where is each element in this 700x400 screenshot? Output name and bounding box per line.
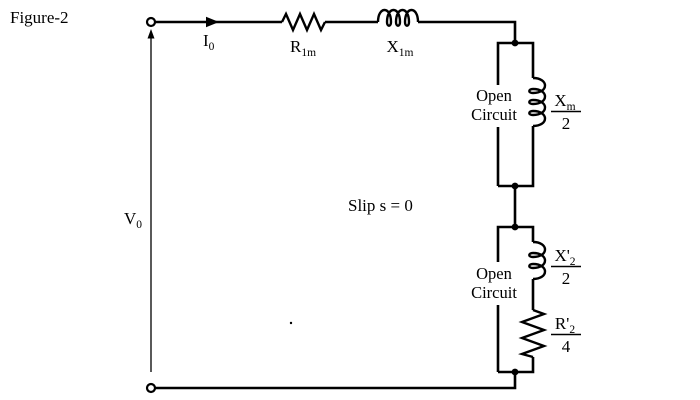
voltage-label: V0 — [124, 209, 142, 231]
current-label: I0 — [203, 31, 215, 53]
inductor-x1m — [376, 8, 420, 27]
magnetizing-branch-top-rail — [496, 41, 535, 85]
junction-dot-3 — [511, 223, 519, 231]
resistor-r2 — [518, 308, 548, 359]
magnetizing-branch-bottom-rail — [498, 126, 535, 188]
top-wire-right — [418, 20, 517, 43]
svg-text:2: 2 — [562, 114, 571, 133]
voltage-arrow-icon — [147, 29, 155, 372]
junction-dot-2 — [511, 182, 519, 190]
magnetizing-branch: Open Circuit Xm 2 — [471, 41, 581, 188]
bottom-wire — [155, 372, 517, 390]
svg-text:X'2: X'2 — [554, 246, 575, 268]
open-circuit-label-upper-line2: Circuit — [471, 105, 517, 124]
resistor-r1m — [280, 11, 327, 33]
junction-dot-4 — [511, 368, 519, 376]
resistor-r2-label: R'2 4 — [551, 314, 581, 356]
rotor-branch-bottom-rail — [498, 357, 535, 374]
inductor-x2 — [528, 240, 547, 281]
terminal-bottom-icon — [145, 382, 157, 394]
junction-dot-1 — [511, 39, 519, 47]
svg-text:2: 2 — [562, 269, 571, 288]
stray-dot — [289, 321, 293, 325]
inductor-xm-label: Xm 2 — [551, 91, 581, 133]
resistor-r1m-label: R1m — [290, 37, 316, 59]
rotor-branch: Open Circuit X'2 2 R'2 4 — [471, 225, 581, 374]
open-circuit-label-upper-line1: Open — [476, 86, 512, 105]
inductor-x2-label: X'2 2 — [551, 246, 581, 288]
rotor-branch-top-rail — [496, 225, 535, 262]
current-arrow-icon — [206, 16, 219, 28]
svg-text:4: 4 — [562, 337, 571, 356]
svg-text:R'2: R'2 — [555, 314, 575, 336]
svg-text:Xm: Xm — [554, 91, 575, 113]
open-circuit-label-lower-line2: Circuit — [471, 283, 517, 302]
inductor-x1m-label: X1m — [387, 37, 414, 59]
figure-title: Figure-2 — [10, 8, 69, 27]
open-circuit-label-lower-line1: Open — [476, 264, 512, 283]
inductor-xm — [528, 76, 547, 128]
slip-annotation: Slip s = 0 — [348, 196, 413, 215]
terminal-top-icon — [145, 16, 157, 28]
